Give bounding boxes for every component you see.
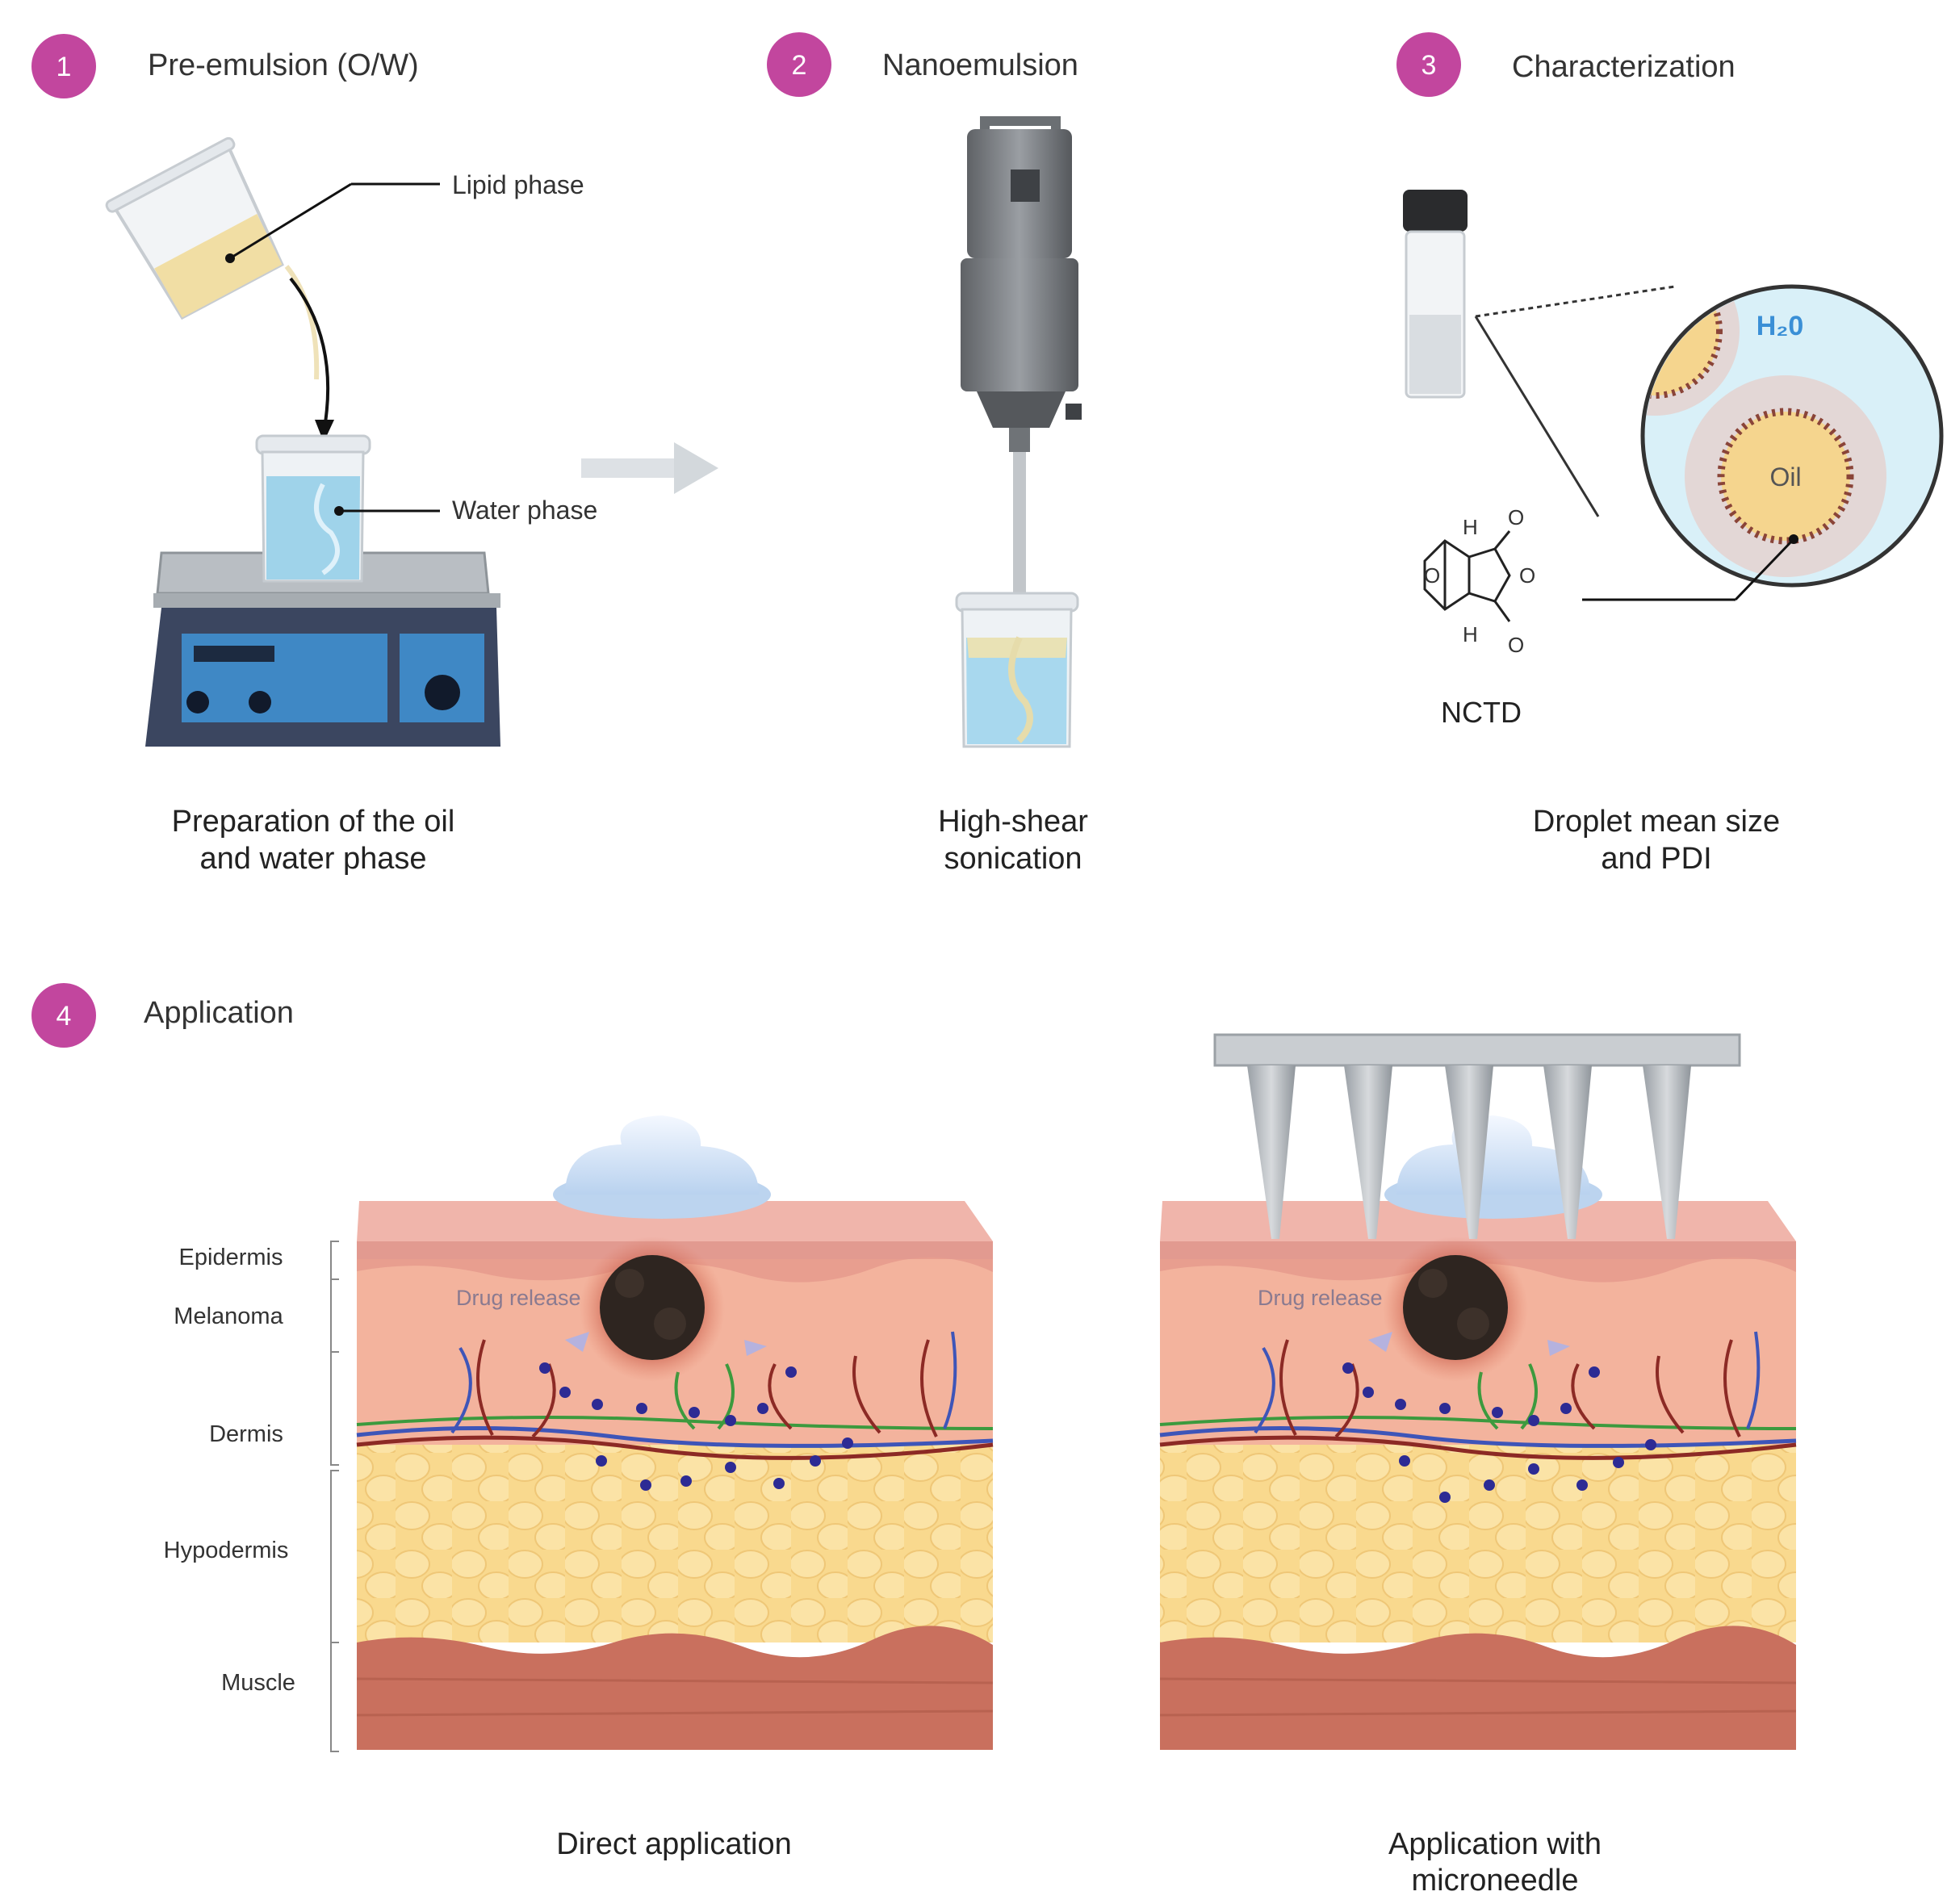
step-1-illustration: Lipid phase Water phase: [105, 136, 718, 747]
step-2-header: 2 Nanoemulsion: [767, 32, 1078, 97]
layer-label-dermis: Dermis: [209, 1421, 283, 1447]
melanoma-tumor: [600, 1255, 705, 1360]
cream-icon: [553, 1115, 771, 1219]
layer-label-melanoma: Melanoma: [174, 1304, 283, 1329]
skin-model-microneedle: Drug release: [1159, 1033, 1797, 1750]
direct-application-caption: Direct application: [556, 1827, 791, 1861]
cream-icon-right: [1384, 1115, 1602, 1219]
oil-droplet: [1717, 408, 1854, 545]
nctd-structure: [1423, 530, 1511, 622]
step-4-number: 4: [57, 1001, 72, 1032]
step-2-number: 2: [792, 50, 807, 81]
pouring-beaker-icon: [105, 136, 284, 320]
step-3-illustration: H₂0 Oil H H O O O O NCTD: [1403, 190, 1944, 729]
hot-plate-icon: [145, 551, 500, 747]
step-2-badge: [767, 32, 831, 97]
nctd-label: NCTD: [1441, 696, 1522, 729]
drug-release-label-left: Drug release: [456, 1286, 581, 1310]
h2o-label: H₂0: [1756, 311, 1804, 341]
melanoma-tumor-right: [1403, 1255, 1508, 1360]
step-3-badge: [1396, 32, 1461, 97]
step-4-badge: [31, 983, 96, 1048]
nctd-atom-o-ring: O: [1519, 563, 1535, 588]
step-3-caption-line1: Droplet mean size: [1533, 805, 1780, 839]
step-1-badge: [31, 34, 96, 98]
microneedle-caption-line1: Application with: [1388, 1827, 1602, 1861]
layer-label-epidermis: Epidermis: [179, 1245, 283, 1270]
step-2-caption-line1: High-shear: [938, 805, 1088, 839]
step-3-header: 3 Characterization: [1396, 32, 1736, 97]
step-3-number: 3: [1422, 50, 1437, 81]
step-1-caption-line1: Preparation of the oil: [172, 805, 455, 839]
sonicator-icon: [961, 116, 1082, 613]
step-1-caption-line2: and water phase: [200, 842, 427, 876]
nctd-atom-o-bottom: O: [1508, 633, 1524, 657]
layer-labels: Epidermis Melanoma Dermis Hypodermis Mus…: [164, 1241, 339, 1752]
water-phase-label: Water phase: [452, 496, 597, 525]
droplet-zoom-circle: H₂0 Oil: [1640, 284, 1944, 588]
nctd-atom-h-bottom: H: [1463, 622, 1478, 647]
step-3-caption-line2: and PDI: [1601, 842, 1711, 876]
drug-release-label-right: Drug release: [1258, 1286, 1383, 1310]
pour-arrow: [289, 277, 330, 429]
microneedle-caption-line2: microneedle: [1412, 1864, 1579, 1898]
microneedle-patch-icon: [1213, 1033, 1741, 1239]
step-4-title: Application: [144, 996, 294, 1030]
layer-label-muscle: Muscle: [221, 1670, 295, 1696]
nctd-atom-h-top: H: [1463, 515, 1478, 539]
step-1-header: 1 Pre-emulsion (O/W): [31, 34, 419, 98]
nctd-atom-o-top: O: [1508, 505, 1524, 529]
step-2-title: Nanoemulsion: [882, 48, 1078, 82]
lipid-phase-label: Lipid phase: [452, 170, 584, 199]
water-beaker-icon: [255, 434, 371, 583]
step-1-title: Pre-emulsion (O/W): [148, 48, 419, 82]
step-2-illustration: [955, 116, 1082, 748]
layer-label-hypodermis: Hypodermis: [164, 1538, 289, 1563]
step-4-header: 4 Application: [31, 983, 294, 1048]
vial-icon: [1403, 190, 1468, 399]
process-arrow: [581, 442, 718, 494]
step-1-number: 1: [57, 52, 72, 82]
step-3-title: Characterization: [1512, 50, 1736, 84]
skin-model-direct: Drug release: [356, 1115, 994, 1750]
sonication-beaker-icon: [955, 592, 1079, 748]
step-2-caption-line2: sonication: [944, 842, 1082, 876]
oil-label: Oil: [1769, 462, 1801, 492]
nctd-atom-o-bridge: O: [1424, 563, 1440, 588]
